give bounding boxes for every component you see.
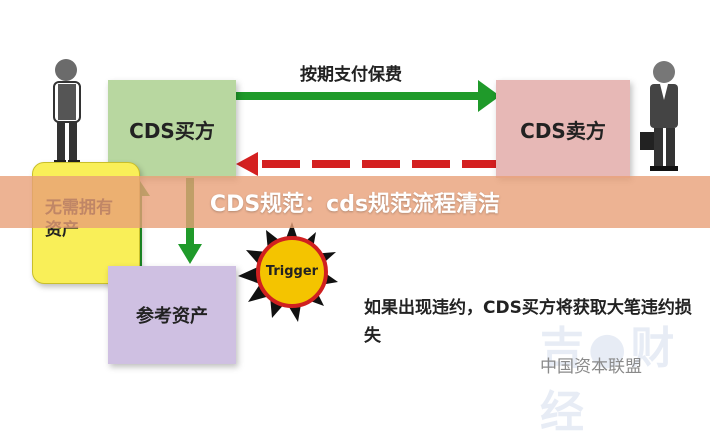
trigger-label: Trigger bbox=[265, 264, 319, 279]
diagram-graphics bbox=[53, 59, 678, 322]
cds-flow-diagram: CDS买方 CDS卖方 无需拥有资产 参考资产 按期支付保费 Trigger 如… bbox=[32, 59, 692, 438]
watermark-text: 中国资本联盟 bbox=[540, 357, 642, 377]
payment-arrow bbox=[236, 80, 500, 112]
cds-buyer-box: CDS买方 bbox=[108, 80, 236, 178]
buyer-person-icon bbox=[53, 59, 81, 165]
banner-title: CDS规范：cds规范流程清洁 bbox=[209, 192, 501, 217]
cds-seller-box: CDS卖方 bbox=[496, 80, 630, 178]
cds-seller-label: CDS卖方 bbox=[520, 118, 606, 143]
default-note: 如果出现违约，CDS买方将获取大笔违约损失 bbox=[364, 298, 692, 346]
compensation-arrow bbox=[236, 152, 496, 176]
seller-person-icon bbox=[640, 61, 678, 171]
payment-label: 按期支付保费 bbox=[300, 65, 402, 85]
reference-asset-label: 参考资产 bbox=[136, 306, 208, 327]
cds-buyer-label: CDS买方 bbox=[129, 118, 215, 143]
trigger-sun-icon bbox=[238, 222, 338, 322]
reference-asset-box: 参考资产 bbox=[108, 266, 236, 364]
title-banner: CDS规范：cds规范流程清洁 bbox=[0, 176, 710, 228]
